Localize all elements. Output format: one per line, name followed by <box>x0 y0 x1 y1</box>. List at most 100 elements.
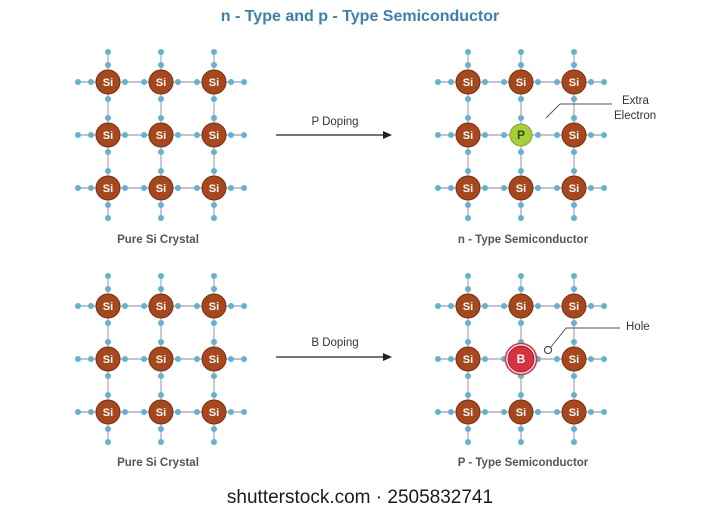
electron-dot <box>158 373 164 379</box>
si-atom <box>201 293 227 319</box>
electron-dot <box>75 356 81 362</box>
watermark: shutterstock.com · 2505832741 <box>226 487 494 508</box>
si-atom <box>561 122 587 148</box>
si-atom <box>201 122 227 148</box>
callout-extra-line1: Extra <box>622 95 649 107</box>
electron-dot <box>105 96 111 102</box>
electron-dot <box>554 303 560 309</box>
si-atom-label: Si <box>569 130 579 142</box>
si-atom-label: Si <box>156 354 166 366</box>
electron-dot <box>465 286 471 292</box>
electron-dot <box>601 303 607 309</box>
electron-dot <box>588 132 594 138</box>
caption-pure-top: Pure Si Crystal <box>117 234 199 246</box>
electron-dot <box>105 168 111 174</box>
electron-dot <box>448 132 454 138</box>
si-atom-label: Si <box>569 301 579 313</box>
electron-dot <box>601 409 607 415</box>
si-atom-label: Si <box>103 183 113 195</box>
electron-dot <box>158 439 164 445</box>
electron-dot <box>482 185 488 191</box>
electron-dot <box>194 132 200 138</box>
electron-dot <box>518 320 524 326</box>
si-atom-label: Si <box>463 77 473 89</box>
si-atom <box>561 293 587 319</box>
electron-dot <box>465 426 471 432</box>
electron-dot <box>571 373 577 379</box>
electron-dot <box>601 132 607 138</box>
si-atom <box>95 69 121 95</box>
si-atom-label: Si <box>516 407 526 419</box>
electron-dot <box>571 62 577 68</box>
electron-dot <box>211 62 217 68</box>
si-atom-label: Si <box>569 77 579 89</box>
electron-dot <box>571 215 577 221</box>
electron-dot <box>105 273 111 279</box>
electron-dot <box>228 185 234 191</box>
si-atom-label: Si <box>103 354 113 366</box>
electron-dot <box>141 356 147 362</box>
electron-dot <box>601 356 607 362</box>
electron-dot <box>175 356 181 362</box>
si-atom-label: Si <box>209 354 219 366</box>
electron-dot <box>211 273 217 279</box>
electron-dot <box>518 273 524 279</box>
electron-dot <box>554 356 560 362</box>
electron-dot <box>211 96 217 102</box>
electron-dot <box>141 79 147 85</box>
si-atom-label: Si <box>156 301 166 313</box>
dopant-atom <box>509 123 533 147</box>
electron-dot <box>241 303 247 309</box>
electron-dot <box>571 426 577 432</box>
electron-dot <box>75 132 81 138</box>
arrow-b-doping: B Doping <box>276 337 392 361</box>
electron-dot <box>241 409 247 415</box>
electron-dot <box>175 132 181 138</box>
si-atom-label: Si <box>103 407 113 419</box>
si-atom-label: Si <box>569 354 579 366</box>
electron-dot <box>105 62 111 68</box>
electron-dot <box>228 356 234 362</box>
electron-dot <box>122 356 128 362</box>
electron-dot <box>75 303 81 309</box>
electron-dot <box>88 409 94 415</box>
electron-dot <box>588 79 594 85</box>
electron-dot <box>435 356 441 362</box>
electron-dot <box>465 49 471 55</box>
electron-dot <box>105 202 111 208</box>
electron-dot <box>465 273 471 279</box>
electron-dot <box>465 215 471 221</box>
si-atom <box>148 399 174 425</box>
electron-dot <box>105 392 111 398</box>
si-atom-label: Si <box>569 183 579 195</box>
electron-dot <box>158 426 164 432</box>
electron-dot <box>465 439 471 445</box>
si-atom-label: Si <box>463 354 473 366</box>
electron-dot <box>518 202 524 208</box>
arrow-label-p-doping: P Doping <box>311 116 358 128</box>
electron-dot <box>448 409 454 415</box>
electron-dot <box>482 303 488 309</box>
si-atom-label: Si <box>209 407 219 419</box>
electron-dot <box>88 303 94 309</box>
electron-dot <box>554 185 560 191</box>
electron-dot <box>435 132 441 138</box>
si-atom-label: Si <box>156 130 166 142</box>
electron-dot <box>175 409 181 415</box>
si-atom <box>455 69 481 95</box>
electron-dot <box>571 168 577 174</box>
electron-dot <box>465 96 471 102</box>
electron-dot <box>535 409 541 415</box>
electron-dot <box>158 96 164 102</box>
si-atom <box>508 69 534 95</box>
si-atom <box>95 293 121 319</box>
si-atom-label: Si <box>103 301 113 313</box>
electron-dot <box>175 79 181 85</box>
electron-dot <box>601 185 607 191</box>
si-atom-label: Si <box>463 183 473 195</box>
hole-marker <box>543 345 553 355</box>
si-atom <box>455 175 481 201</box>
